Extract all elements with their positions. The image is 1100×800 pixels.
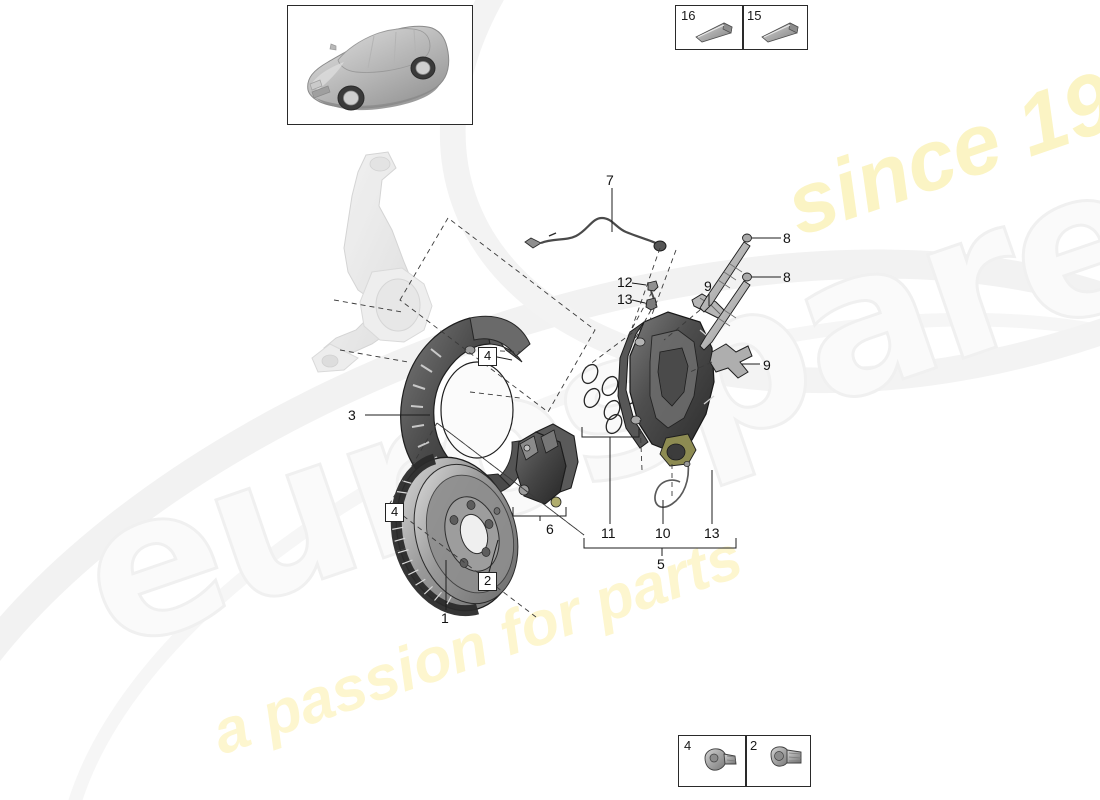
- brake-caliper-housing: [617, 311, 715, 467]
- callout-leader-lines: [365, 188, 781, 610]
- callout-8-upper: 8: [783, 230, 791, 246]
- callout-13-left: 13: [617, 291, 633, 307]
- callout-4-upper: 4: [478, 347, 498, 366]
- callout-13-right: 13: [704, 525, 720, 541]
- shim-part-15-icon: [761, 22, 799, 43]
- caliper-mounting-bolt-upper: [699, 233, 752, 313]
- pad-retaining-spring-lower: [709, 343, 753, 379]
- top-parts-divider: [742, 6, 744, 49]
- callout-9-upper: 9: [704, 278, 712, 294]
- brake-pad-set: [515, 423, 579, 508]
- top-parts-box: 16 15: [675, 5, 808, 50]
- callout-3: 3: [348, 407, 356, 423]
- watermark-tagline-text: a passion for parts: [203, 522, 751, 769]
- caliper-retaining-wire: [654, 460, 691, 509]
- assembly-construction-lines: [333, 217, 713, 618]
- pad-retaining-spring-upper: [691, 293, 727, 319]
- vehicle-thumbnail-box: [287, 5, 473, 125]
- steering-knuckle-ghost: [311, 151, 433, 373]
- callout-7: 7: [606, 172, 614, 188]
- callout-11: 11: [601, 525, 616, 541]
- watermark-swoosh-inner: [0, 158, 1100, 800]
- watermark-swoosh-outer: [0, 80, 1100, 800]
- callout-10: 10: [655, 525, 671, 541]
- bottom-parts-illustrations: [704, 746, 802, 771]
- callout-5: 5: [657, 556, 665, 572]
- top-parts-illustrations: [695, 22, 799, 43]
- bottom-parts-divider: [745, 736, 747, 786]
- brake-dust-shield: [400, 315, 531, 498]
- vehicle-illustration: [307, 25, 450, 111]
- bottom-part-label-4: 4: [684, 738, 692, 753]
- callout-9-lower: 9: [763, 357, 771, 373]
- brake-disc-rotor: [390, 453, 519, 617]
- top-part-label-15: 15: [747, 8, 762, 23]
- callout-2: 2: [478, 572, 498, 591]
- top-part-label-16: 16: [681, 8, 696, 23]
- watermark-brand-text: eurospares: [51, 76, 1100, 698]
- countersunk-bolt-icon: [770, 746, 802, 767]
- shim-part-16-icon: [695, 22, 733, 43]
- brake-wear-sensor: [524, 216, 667, 252]
- callout-8-lower: 8: [783, 269, 791, 285]
- watermark-year-text: since 1985: [774, 21, 1100, 255]
- bottom-part-label-2: 2: [750, 738, 758, 753]
- callout-4-lower: 4: [385, 503, 405, 522]
- callout-12: 12: [617, 274, 633, 290]
- bottom-parts-box: 4 2: [678, 735, 811, 787]
- piston-seal-set: [581, 363, 641, 435]
- flange-head-bolt-icon: [704, 748, 737, 771]
- callout-1: 1: [441, 610, 449, 626]
- callout-6: 6: [546, 521, 554, 537]
- bleeder-screw: [647, 280, 659, 300]
- bleeder-cap: [645, 297, 658, 311]
